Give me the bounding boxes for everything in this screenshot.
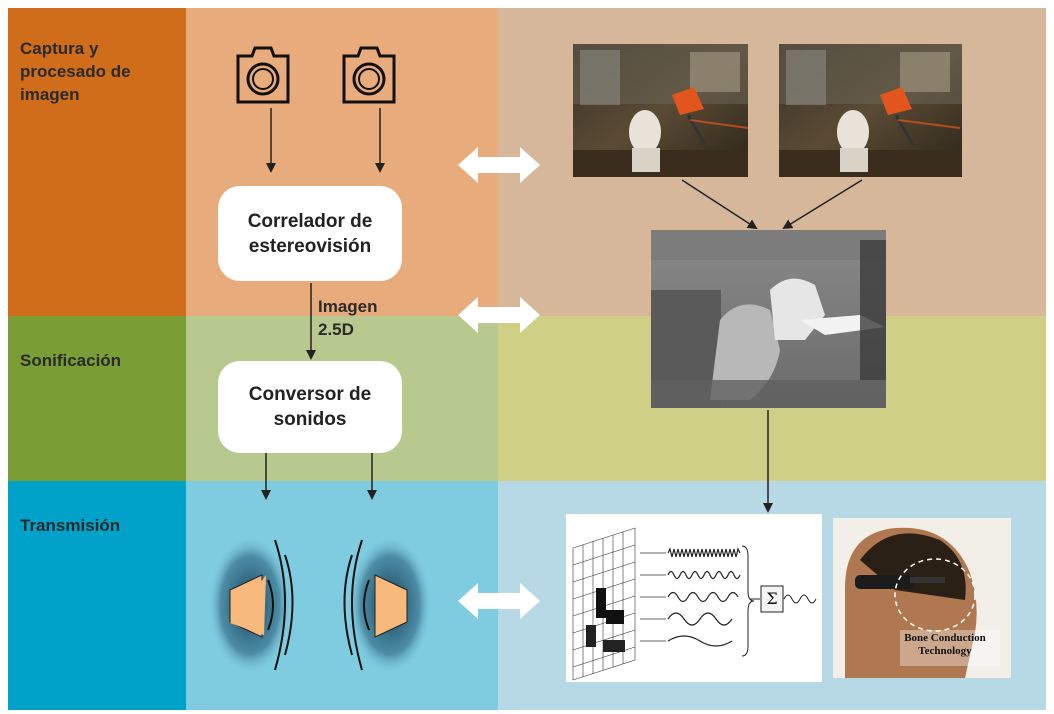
- speaker-icon: [343, 535, 432, 675]
- camera-icon: [342, 46, 396, 104]
- double-arrow-icon: [458, 583, 540, 619]
- stereo-photo-right: [779, 44, 962, 177]
- speaker-icon: [208, 535, 294, 675]
- double-arrow-icon: [458, 147, 540, 183]
- capture-row-label-band: [8, 8, 186, 316]
- camera-icon: [236, 46, 290, 104]
- image-25d-label: Imagen 2.5D: [318, 297, 378, 339]
- stereo-correlator-box: Correlador de estereovisión: [218, 186, 402, 281]
- double-arrow-icon: [458, 297, 540, 333]
- capture-row-label: Captura y procesado de imagen: [20, 39, 131, 104]
- transmission-row-label: Transmisión: [20, 516, 121, 535]
- arrow-right-photo-to-depth: [782, 179, 863, 230]
- sound-converter-label: Conversor de sonidos: [248, 384, 372, 430]
- arrow-left-photo-to-depth: [681, 179, 758, 230]
- stereo-correlator-label: Correlador de estereovisión: [247, 210, 373, 257]
- sonification-row-label-band: [8, 316, 186, 481]
- sonification-grid-diagram: [566, 514, 822, 682]
- transmission-row-label-band: [8, 481, 186, 710]
- depth-map-image: [651, 230, 886, 408]
- bone-conduction-label: Bone Conduction Technology: [904, 632, 986, 657]
- bone-conduction-photo: [833, 518, 1011, 678]
- sigma-symbol: Σ: [766, 589, 778, 608]
- stereo-photo-left: [573, 44, 749, 177]
- sonification-row-label: Sonificación: [20, 351, 122, 370]
- sound-converter-box: Conversor de sonidos: [218, 361, 402, 453]
